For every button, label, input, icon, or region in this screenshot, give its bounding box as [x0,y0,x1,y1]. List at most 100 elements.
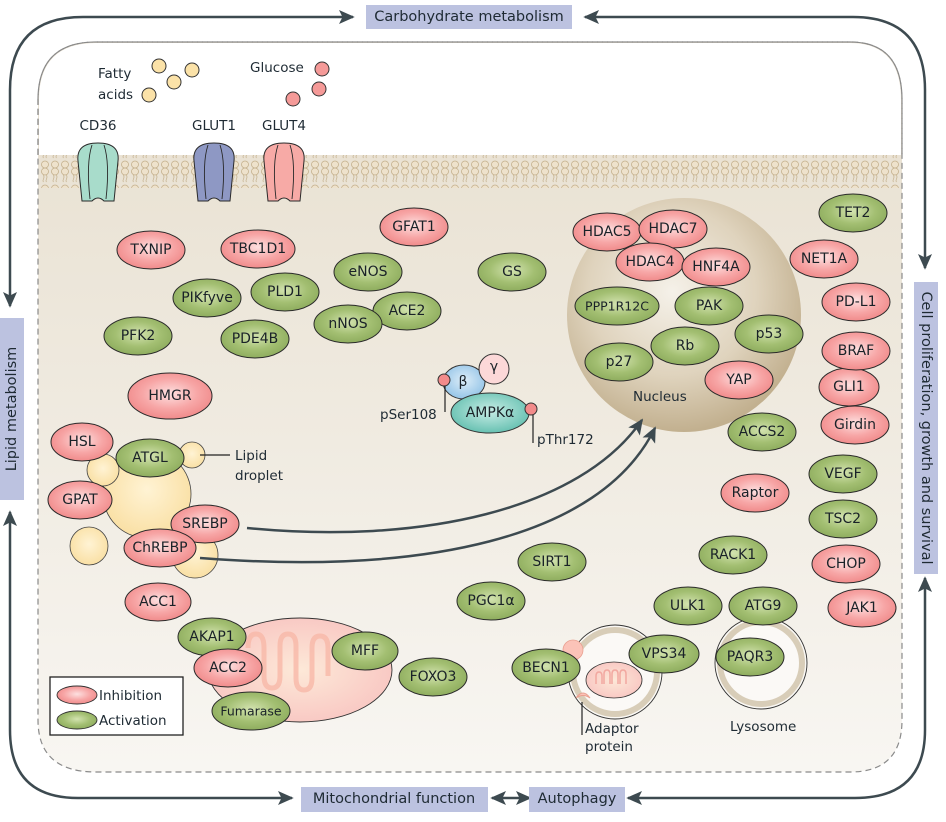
substrate-ellipse-activation [698,535,768,575]
substrate-ellipse-inhibition [170,504,240,544]
substrate-ellipse-inhibition [821,331,891,371]
substrate-node-fumarase: Fumarase [211,691,291,731]
process-label-lipid: Lipid metabolism [4,347,20,472]
substrate-ellipse-activation [398,657,468,697]
extracellular-space [39,43,901,155]
substrate-label: SREBP [182,516,228,532]
substrate-ellipse-activation [211,691,291,731]
ampk-gamma-subunit [478,353,510,385]
substrate-label: PGC1α [467,593,514,609]
substrate-label: Rb [676,338,695,354]
transporter-label: CD36 [80,118,117,134]
substrate-label: ATGL [132,450,168,466]
substrate-label: BRAF [838,343,874,359]
process-box-carbohydrate: Carbohydrate metabolism [366,5,572,29]
substrate-node-braf: BRAF [821,331,891,371]
substrate-label: ULK1 [670,598,706,614]
substrate-ellipse-activation [818,193,888,233]
substrate-node-hdac4: HDAC4 [615,242,685,282]
substrate-label: p27 [606,354,633,370]
substrate-ellipse-inhibition [821,282,891,322]
substrate-ellipse-inhibition [123,528,197,568]
substrate-ellipse-activation [808,454,878,494]
substrate-ellipse-activation [313,304,383,344]
substrate-label: PPP1R12C [585,299,649,314]
lipid-droplet [69,526,109,566]
outer-feedback-loop [3,10,932,805]
substrate-node-chrebp: ChREBP [123,528,197,568]
substrate-ellipse-activation [574,286,660,326]
substrate-label: SIRT1 [532,554,571,570]
substrate-label: YAP [725,372,751,388]
substrate-label: ATG9 [745,598,782,614]
substrate-ellipse-activation [715,637,785,677]
substrate-ellipse-activation [172,278,242,318]
glucose-molecule [311,81,327,97]
substrate-ellipse-activation [628,634,700,674]
substrate-ellipse-activation [115,438,185,478]
nucleus-label: Nucleus [633,389,687,405]
substrate-ellipse-inhibition [47,480,113,520]
substrate-node-enos: eNOS [333,252,403,292]
substrate-ellipse-activation [333,252,403,292]
glucose-molecule [314,61,330,77]
substrate-node-txnip: TXNIP [116,230,186,270]
substrate-node-p27: p27 [584,342,654,382]
substrate-node-gfat1: GFAT1 [379,207,449,247]
substrate-ellipse-inhibition [116,230,186,270]
substrate-label: ACC2 [209,660,247,676]
phospho-ser108-icon [437,373,451,387]
glucose: Glucose [250,60,330,107]
process-label-mitochondrial: Mitochondrial function [313,791,475,807]
substrate-label: PAK [696,298,723,314]
substrate-node-gpat: GPAT [47,480,113,520]
phospho-thr172-icon [524,402,538,416]
substrate-ellipse-activation [808,499,878,539]
substrate-ellipse-activation [728,586,798,626]
outer-loop-top-right [583,10,932,270]
process-label-carbohydrate: Carbohydrate metabolism [374,9,564,25]
substrate-ellipse-activation [734,314,804,354]
substrate-ellipse-inhibition [124,582,192,622]
substrate-label: ACE2 [389,303,426,319]
chrebp-to-nucleus-arrow [199,426,657,564]
substrate-label: VPS34 [642,646,687,662]
substrate-ellipse-inhibition [820,405,890,445]
substrate-node-yap: YAP [704,360,774,400]
substrate-label: HDAC5 [582,224,631,240]
substrate-label: TBC1D1 [229,241,286,257]
substrate-node-rb: Rb [650,326,720,366]
substrate-label: PFK2 [121,328,156,344]
substrate-node-net1a: NET1A [789,239,859,279]
legend-activation-label: Activation [99,713,167,729]
transporter-channel-icon [193,142,235,202]
process-box-autophagy: Autophagy [529,787,625,812]
substrate-ellipse-activation [653,586,723,626]
substrate-ellipse-activation [477,252,547,292]
substrate-ellipse-inhibition [681,247,751,287]
fatty-acid-molecule [184,62,200,78]
pser108-label: pSer108 [380,407,437,423]
substrate-label: VEGF [824,466,861,482]
substrate-node-chop: CHOP [811,544,881,584]
adaptor-protein-icon [575,692,591,699]
substrate-node-pak: PAK [674,286,744,326]
fatty-acid-molecule [141,87,157,103]
substrate-node-hdac7: HDAC7 [638,209,708,249]
substrate-label: Raptor [732,485,779,501]
legend-inhibition-label: Inhibition [99,688,162,704]
substrate-ellipse-activation [220,319,290,359]
substrate-node-raptor: Raptor [720,473,790,513]
lipid-droplet-label-line1: Lipid [235,448,267,464]
substrate-label: p53 [756,326,783,342]
ampk-gamma-label: γ [490,359,498,375]
substrate-node-becn1: BECN1 [511,648,581,688]
substrate-label: PAQR3 [727,649,774,665]
substrate-node-pikfyve: PIKfyve [172,278,242,318]
substrate-label: CHOP [826,556,866,572]
substrate-node-pfk2: PFK2 [103,316,173,356]
lipid-droplet-label-line2: droplet [235,468,283,484]
substrate-ellipse-inhibition [379,207,449,247]
substrate-node-akap1: AKAP1 [177,617,247,657]
substrate-node-srebp: SREBP [170,504,240,544]
